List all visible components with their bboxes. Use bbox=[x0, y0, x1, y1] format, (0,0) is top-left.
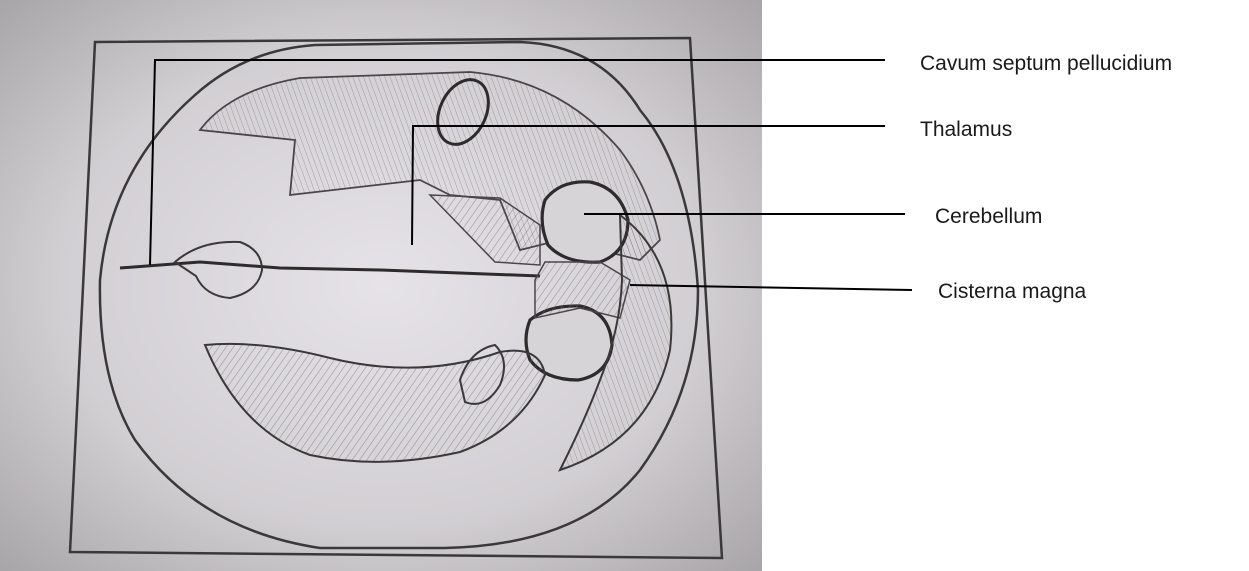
label-cisterna-magna: Cisterna magna bbox=[938, 281, 1086, 302]
label-cavum-septum-pellucidum: Cavum septum pellucidium bbox=[920, 53, 1172, 74]
label-thalamus: Thalamus bbox=[920, 119, 1012, 140]
label-cerebellum: Cerebellum bbox=[935, 206, 1042, 227]
cerebellum-upper-lobe bbox=[542, 182, 628, 262]
